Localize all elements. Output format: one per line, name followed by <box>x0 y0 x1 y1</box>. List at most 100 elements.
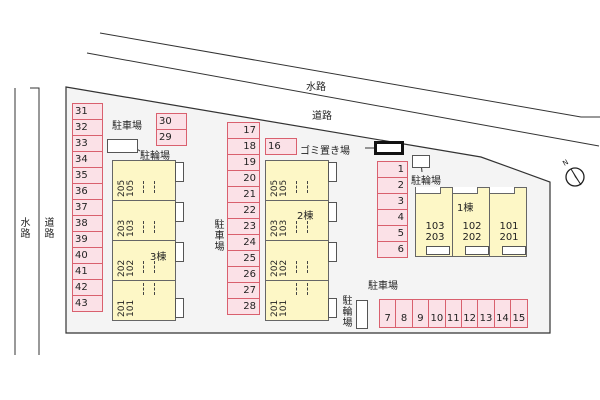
parking-space: 11 <box>444 299 462 328</box>
parking-space: 6 <box>377 241 408 258</box>
apartment-unit: 201 101 <box>112 280 176 321</box>
parking-space: 34 <box>72 151 103 168</box>
waterway-line <box>99 32 600 118</box>
parking-space: 13 <box>477 299 495 328</box>
parking-space: 35 <box>72 167 103 184</box>
bicycle-parking-nw <box>107 139 138 153</box>
bicycle-parking-ne <box>412 155 430 168</box>
waterway-label: 水路 <box>306 82 326 93</box>
entrance-outline <box>143 221 155 233</box>
balcony-tab <box>175 242 184 262</box>
parking-space: 12 <box>460 299 479 328</box>
unit-number-label: 205 105 <box>270 179 289 197</box>
unit-number-label: 205 105 <box>117 179 136 197</box>
parking-space: 26 <box>227 266 260 283</box>
apartment-unit: 205 105 <box>112 160 176 201</box>
apartment-unit: 203 103 <box>112 200 176 241</box>
balcony-tab <box>175 202 184 222</box>
parking-label-se: 駐車場 <box>368 281 398 292</box>
parking-space: 8 <box>395 299 413 328</box>
parking-space: 27 <box>227 282 260 299</box>
parking-space: 18 <box>227 138 260 155</box>
building-3-name: 3棟 <box>150 252 167 263</box>
parking-space: 28 <box>227 298 260 315</box>
unit-number-label: 101 201 <box>499 221 519 243</box>
entrance-outline <box>296 261 308 273</box>
parking-space: 24 <box>227 234 260 251</box>
parking-space: 41 <box>72 263 103 280</box>
building-1-name: 1棟 <box>457 203 474 214</box>
bike-label-ne: 駐輪場 <box>411 176 441 187</box>
parking-space: 38 <box>72 215 103 232</box>
parking-space: 25 <box>227 250 260 267</box>
parking-space: 15 <box>510 299 528 328</box>
garbage-area <box>374 141 404 155</box>
apartment-unit: 103 203 <box>415 187 453 257</box>
unit-number-label: 202 102 <box>270 259 289 277</box>
roof-notch <box>490 187 515 194</box>
balcony-tab <box>175 162 184 182</box>
parking-space: 32 <box>72 119 103 136</box>
building-1: 103 203 102 202 101 201 <box>415 187 527 257</box>
entrance-outline <box>143 283 155 295</box>
apartment-unit: 201 101 <box>265 280 329 321</box>
parking-space: 29 <box>156 129 187 146</box>
apartment-unit: 202 102 <box>112 240 176 281</box>
parking-space: 9 <box>411 299 430 328</box>
balcony-tab <box>426 246 450 255</box>
parking-space: 43 <box>72 295 103 312</box>
apartment-unit: 202 102 <box>265 240 329 281</box>
parking-label-mid: 駐車場 <box>214 220 225 253</box>
unit-number-label: 203 103 <box>270 219 289 237</box>
parking-space: 37 <box>72 199 103 216</box>
parking-space: 20 <box>227 170 260 187</box>
roof-notch <box>453 187 478 194</box>
parking-space: 22 <box>227 202 260 219</box>
unit-number-label: 201 101 <box>117 299 136 317</box>
parking-space: 23 <box>227 218 260 235</box>
parking-space: 14 <box>493 299 512 328</box>
apartment-unit: 101 201 <box>489 187 527 257</box>
parking-space: 7 <box>379 299 397 328</box>
roof-notch <box>416 187 441 194</box>
building-2: 205 105 203 103 202 102 201 101 <box>265 160 337 321</box>
balcony-tab <box>502 246 526 255</box>
parking-space: 2 <box>377 177 408 194</box>
parking-label-nw: 駐車場 <box>112 121 142 132</box>
apartment-unit: 203 103 <box>265 200 329 241</box>
parking-space: 17 <box>227 122 260 139</box>
parking-space: 31 <box>72 103 103 120</box>
entrance-outline <box>296 181 308 193</box>
parking-space: 42 <box>72 279 103 296</box>
entrance-outline <box>143 261 155 273</box>
balcony-tab <box>465 246 489 255</box>
building-3: 205 105 203 103 202 102 201 101 <box>112 160 184 321</box>
parking-space: 3 <box>377 193 408 210</box>
north-compass: N <box>561 158 588 188</box>
parking-space: 39 <box>72 231 103 248</box>
unit-number-label: 102 202 <box>462 221 482 243</box>
balcony-tab <box>175 298 184 318</box>
parking-space: 19 <box>227 154 260 171</box>
parking-space: 33 <box>72 135 103 152</box>
parking-space: 21 <box>227 186 260 203</box>
bike-label-nw: 駐輪場 <box>140 151 170 162</box>
parking-space: 10 <box>428 299 446 328</box>
entrance-outline <box>143 181 155 193</box>
apartment-unit: 102 202 <box>452 187 490 257</box>
parking-space: 36 <box>72 183 103 200</box>
left-waterway-label: 水路 <box>20 218 31 240</box>
entrance-outline <box>296 221 308 233</box>
unit-number-label: 103 203 <box>425 221 445 243</box>
left-road-line <box>30 87 40 355</box>
building-2-name: 2棟 <box>297 211 314 222</box>
parking-space: 4 <box>377 209 408 226</box>
balcony-tab <box>328 242 337 262</box>
parking-space: 30 <box>156 113 187 130</box>
unit-number-label: 203 103 <box>117 219 136 237</box>
balcony-tab <box>328 162 337 182</box>
entrance-outline <box>296 283 308 295</box>
road-label: 道路 <box>312 111 332 122</box>
left-road-label: 道路 <box>44 218 55 240</box>
parking-space: 16 <box>265 138 297 155</box>
